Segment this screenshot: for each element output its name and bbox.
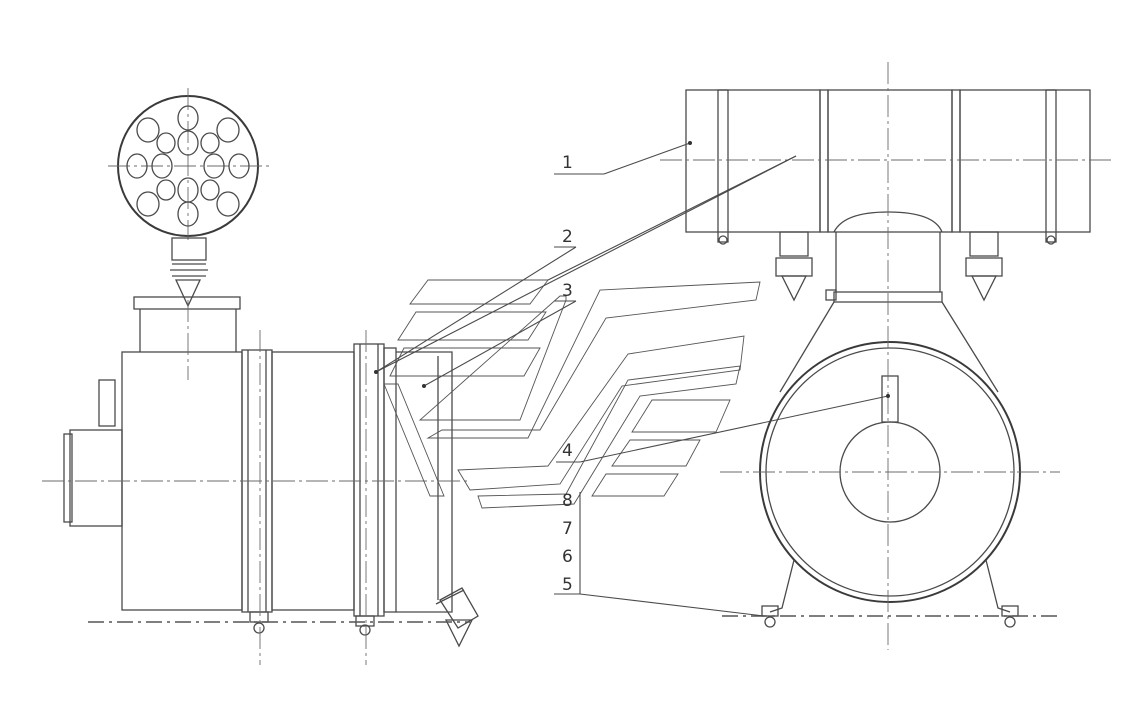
inlet-pipe <box>63 379 123 527</box>
callout-3: 3 <box>562 281 573 301</box>
callout-1: 1 <box>562 153 573 173</box>
end-view <box>660 62 1112 650</box>
leader-dot-4 <box>886 394 890 398</box>
leader-lines <box>375 142 889 617</box>
perforated-disc <box>108 88 270 240</box>
neck <box>825 211 943 303</box>
panel-elements <box>383 279 761 509</box>
upper-housing <box>685 89 1091 245</box>
drum <box>759 301 1021 603</box>
leader-dot-1 <box>688 141 692 145</box>
callout-4: 4 <box>562 441 573 461</box>
callout-7: 7 <box>562 519 573 539</box>
dust-valve-side <box>435 587 479 648</box>
callout-2: 2 <box>562 227 573 247</box>
callout-6: 6 <box>562 547 573 567</box>
main-body-side <box>121 343 453 617</box>
drum-feet <box>761 559 1019 628</box>
callout-8: 8 <box>562 491 573 511</box>
dust-valve-left <box>170 237 208 308</box>
bolts-side <box>249 611 375 636</box>
side-view <box>42 88 479 665</box>
callout-5: 5 <box>562 575 573 595</box>
leader-dot-3 <box>422 384 426 388</box>
leader-dot-2 <box>374 370 378 374</box>
dust-valves-end <box>775 231 1003 302</box>
top-flange <box>133 296 241 352</box>
